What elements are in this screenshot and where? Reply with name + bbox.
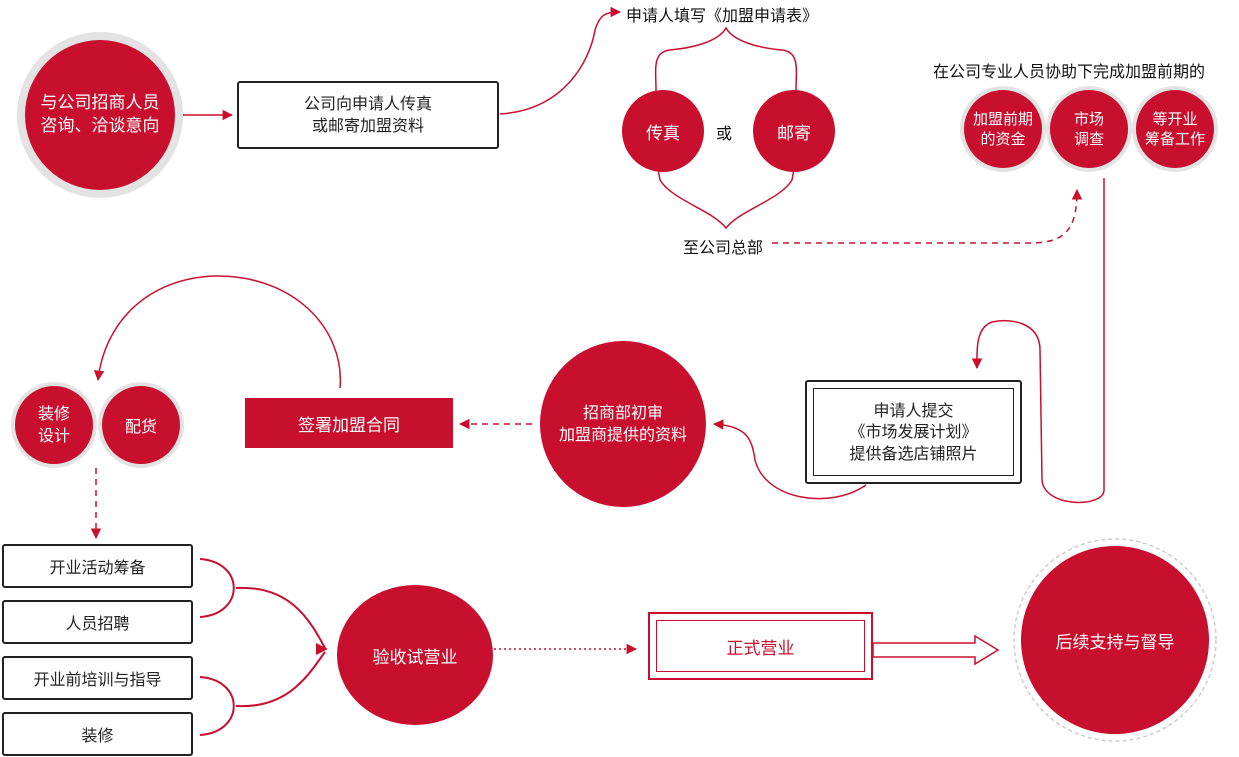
market-text: 市场 调查	[1073, 109, 1104, 148]
consult-text: 与公司招商人员 咨询、洽谈意向	[40, 93, 160, 136]
or-label: 或	[716, 124, 733, 143]
formal-box-outer: 正式营业	[648, 612, 873, 680]
sign-contract-bar: 签署加盟合同	[245, 398, 453, 448]
stocking-text: 配货	[124, 417, 157, 436]
arrow-submit-to-review	[712, 419, 867, 500]
trial-text: 验收试营业	[372, 647, 458, 668]
sign-contract-text: 签署加盟合同	[298, 415, 400, 436]
consult-node: 与公司招商人员 咨询、洽谈意向	[25, 40, 175, 190]
support-node: 后续支持与督导	[1021, 546, 1209, 734]
hiring-box: 人员招聘	[2, 600, 193, 644]
bracket-bottom	[199, 676, 235, 736]
training-box: 开业前培训与指导	[2, 656, 193, 700]
bracket-outline	[654, 26, 798, 230]
fax-node: 传真	[622, 90, 704, 172]
fax-materials-box: 公司向申请人传真 或邮寄加盟资料	[237, 81, 499, 149]
arrow-formal-to-support	[872, 634, 1000, 666]
hiring-text: 人员招聘	[65, 614, 130, 633]
review-node: 招商部初审 加盟商提供的资料	[540, 341, 706, 507]
support-text: 后续支持与督导	[1055, 632, 1175, 653]
bracket-top	[199, 558, 235, 618]
support-outer-ring	[1013, 538, 1217, 742]
stocking-node: 配货	[102, 386, 180, 464]
submit-box-inner: 申请人提交 《市场发展计划》 提供备选店铺照片	[813, 388, 1014, 476]
funds-node: 加盟前期 的资金	[964, 90, 1042, 168]
submit-text: 申请人提交 《市场发展计划》 提供备选店铺照片	[849, 400, 978, 463]
opening-prep-box: 开业活动筹备	[2, 544, 193, 588]
arrow-market-to-submit	[971, 178, 1105, 504]
merge-bottom	[235, 651, 326, 708]
to-hq-label: 至公司总部	[683, 238, 764, 257]
review-text: 招商部初审 加盟商提供的资料	[558, 403, 687, 444]
arrow-hq-to-market	[772, 188, 1083, 244]
assist-label: 在公司专业人员协助下完成加盟前期的	[933, 62, 1206, 81]
fax-materials-text: 公司向申请人传真 或邮寄加盟资料	[303, 94, 432, 135]
formal-box-inner: 正式营业	[656, 620, 865, 672]
training-text: 开业前培训与指导	[33, 670, 162, 689]
renovation-box: 装修	[2, 712, 193, 756]
decor-design-node: 装修 设计	[15, 386, 93, 464]
renovation-text: 装修	[81, 726, 114, 745]
prep-text: 等开业 筹备工作	[1144, 109, 1205, 148]
opening-prep-text: 开业活动筹备	[49, 558, 146, 577]
mail-text: 邮寄	[777, 123, 811, 144]
submit-box-outer: 申请人提交 《市场发展计划》 提供备选店铺照片	[805, 380, 1022, 484]
arrow-sign-to-decor	[93, 275, 342, 389]
fax-text: 传真	[646, 123, 680, 144]
arrowhead-trial	[316, 643, 328, 655]
trial-node: 验收试营业	[337, 585, 493, 725]
funds-text: 加盟前期 的资金	[972, 109, 1033, 148]
decor-design-text: 装修 设计	[37, 404, 70, 445]
fill-form-label: 申请人填写《加盟申请表》	[626, 6, 819, 25]
market-node: 市场 调查	[1050, 90, 1128, 168]
mail-node: 邮寄	[753, 90, 835, 172]
arrow-fax-to-form	[499, 6, 622, 115]
prep-node: 等开业 筹备工作	[1136, 90, 1214, 168]
merge-top	[235, 586, 326, 649]
formal-text: 正式营业	[726, 638, 795, 659]
